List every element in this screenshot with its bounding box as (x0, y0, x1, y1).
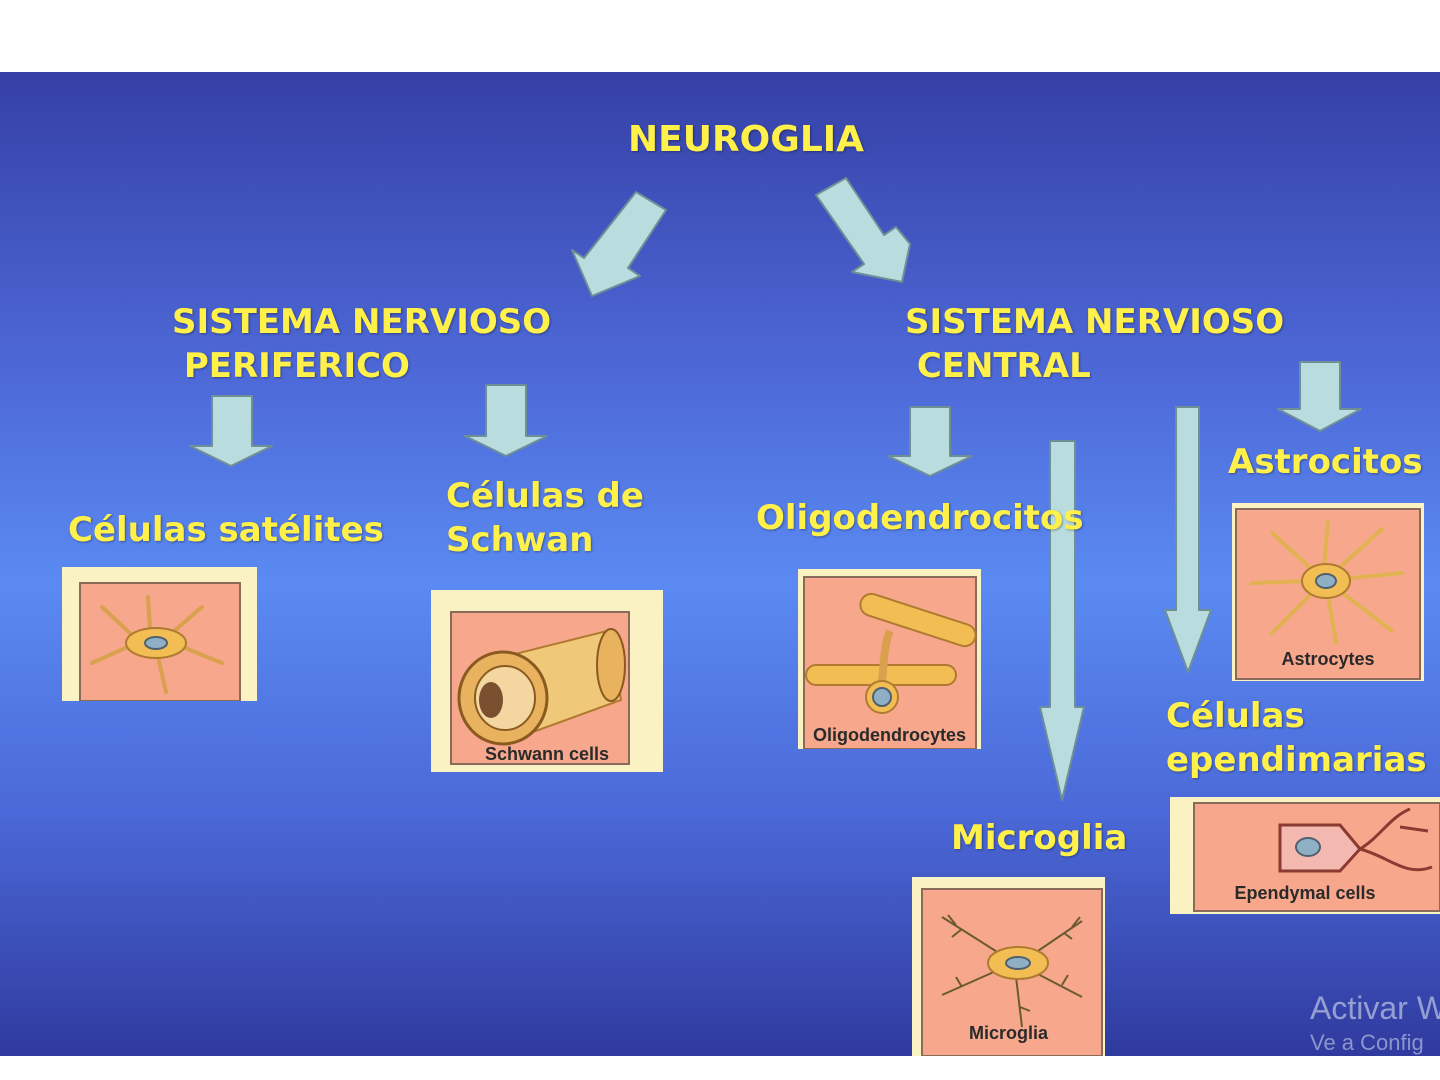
microglia-image-caption: Microglia (968, 1023, 1048, 1043)
schwann-image-caption: Schwann cells (484, 744, 610, 764)
schwann-cell-image: Schwann cells (431, 590, 663, 772)
arrow-to-microglia (1039, 440, 1085, 801)
microglia-label: Microglia (951, 818, 1128, 858)
oligodendrocytes-label: Oligodendrocitos (756, 498, 1084, 538)
ependymal-cell-image: Ependymal cells (1170, 797, 1440, 914)
schwann-cells-label: Células de Schwan (446, 476, 644, 560)
ependymal-image-caption: Ependymal cells (1234, 883, 1376, 903)
arrow-to-peripheral (571, 191, 667, 297)
diagram-title: NEUROGLIA (628, 119, 865, 160)
arrow-to-satellite (189, 395, 273, 467)
arrow-to-astrocytes (1277, 361, 1362, 432)
astrocyte-image-caption: Astrocytes (1281, 649, 1375, 669)
arrow-to-ependymal (1164, 406, 1212, 673)
ependymal-cells-label: Células ependimarias (1166, 696, 1427, 780)
central-system-label: SISTEMA NERVIOSO CENTRAL (905, 302, 1285, 386)
peripheral-system-label: SISTEMA NERVIOSO PERIFERICO (172, 302, 552, 386)
arrow-to-oligodendrocytes (887, 406, 973, 477)
satellite-cell-image (62, 567, 257, 701)
microglia-image: Microglia (912, 877, 1105, 1056)
arrow-to-central (815, 177, 911, 283)
satellite-cells-label: Células satélites (68, 510, 384, 550)
activation-watermark-line1: Activar W (1310, 990, 1440, 1026)
activation-watermark-line2: Ve a Config (1310, 1030, 1424, 1055)
astrocytes-label: Astrocitos (1228, 442, 1423, 482)
arrow-to-schwann (464, 384, 548, 457)
oligodendrocyte-image: Oligodendrocytes (798, 569, 981, 749)
oligodendrocyte-image-caption: Oligodendrocytes (812, 725, 967, 745)
astrocyte-image: Astrocytes (1232, 503, 1424, 681)
